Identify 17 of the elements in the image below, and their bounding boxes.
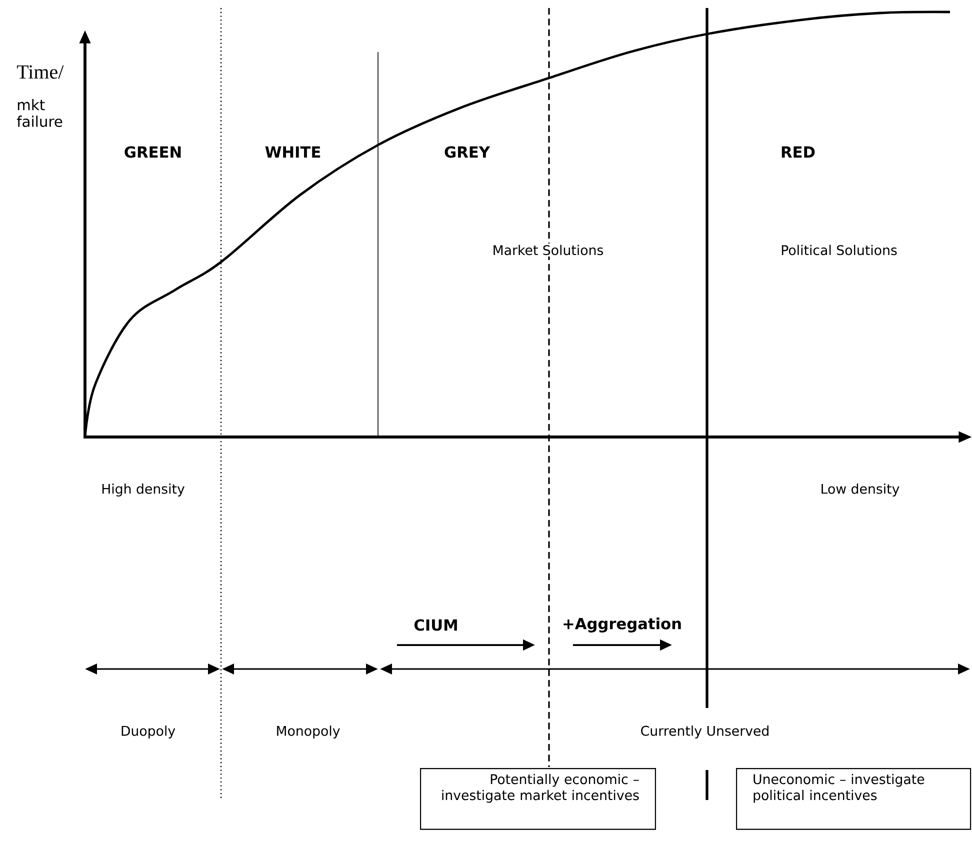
range-label: Duopoly (122, 726, 176, 738)
text-box: Potentially economic – investigate market incentives (420, 768, 656, 830)
text-box: Uneconomic – investigate political incentives (736, 768, 972, 830)
zone-label: GREY (444, 146, 490, 158)
zone-note: Market Solutions (491, 244, 605, 256)
axis-label: Time/ (16, 65, 64, 79)
range-label: Currently Unserved (641, 726, 768, 738)
arrow-label: CIUM (414, 619, 457, 631)
axis-note: High density (102, 484, 184, 496)
zone-label: RED (782, 146, 815, 158)
arrow-label: +Aggregation (564, 618, 681, 632)
range-label: Monopoly (277, 726, 340, 738)
zone-label: WHITE (265, 146, 320, 158)
axis-label: mkt failure (16, 99, 62, 128)
zone-note: Political Solutions (779, 244, 899, 256)
axis-note: Low density (822, 484, 900, 496)
zone-label: GREEN (124, 146, 181, 158)
